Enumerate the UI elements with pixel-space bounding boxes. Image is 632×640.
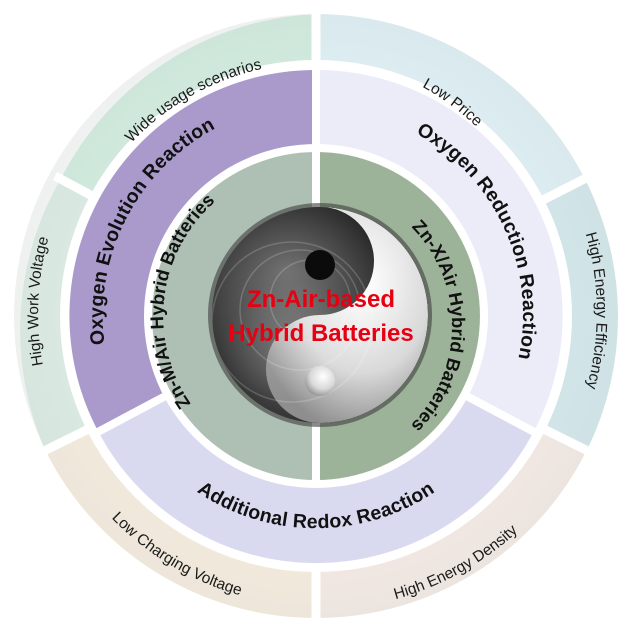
yin-dot: [305, 250, 335, 280]
yang-dot: [305, 366, 335, 396]
center-title-line2: Hybrid Batteries: [228, 320, 413, 347]
yin-yang-symbol: [208, 203, 432, 427]
yin-yang-gloss: [212, 207, 428, 423]
center-title-line1: Zn-Air-based: [247, 286, 395, 313]
